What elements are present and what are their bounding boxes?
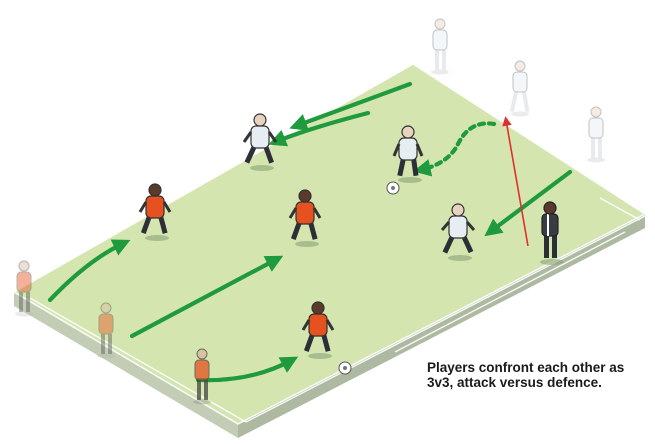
player-white-shirt-icon: [242, 113, 278, 171]
player-orange-shirt-icon: [193, 348, 211, 405]
caption: Players confront each other as 3v3, atta…: [427, 360, 625, 390]
pass-line: [502, 116, 529, 247]
player-orange-shirt-icon: [15, 260, 33, 317]
player-orange-shirt-icon: [138, 183, 172, 241]
coach-icon: [540, 201, 564, 265]
movement-arrows: [47, 81, 573, 383]
player-white-shirt-icon: [431, 18, 449, 75]
arrow-bottom-run: [195, 356, 299, 383]
player-white-shirt-icon: [440, 203, 476, 261]
player-orange-shirt-icon: [301, 301, 335, 359]
waiting-players: [15, 18, 605, 359]
pitch-lines: [29, 197, 646, 423]
player-white-shirt-icon: [392, 125, 424, 183]
arrow-defender-run: [268, 110, 371, 147]
pitch: [12, 63, 647, 438]
arrow-dribble-curve: [413, 121, 497, 177]
player-orange-shirt-icon: [288, 189, 322, 247]
football-icon: [386, 181, 400, 195]
player-orange-shirt-icon: [97, 302, 115, 359]
arrow-top-run: [289, 81, 413, 131]
player-white-shirt-icon: [509, 60, 530, 117]
arrow-left-run: [47, 239, 131, 303]
football-icon: [338, 361, 352, 375]
arrow-middle-run: [129, 255, 284, 339]
player-white-shirt-icon: [587, 106, 605, 163]
arrow-right-run: [484, 169, 573, 237]
